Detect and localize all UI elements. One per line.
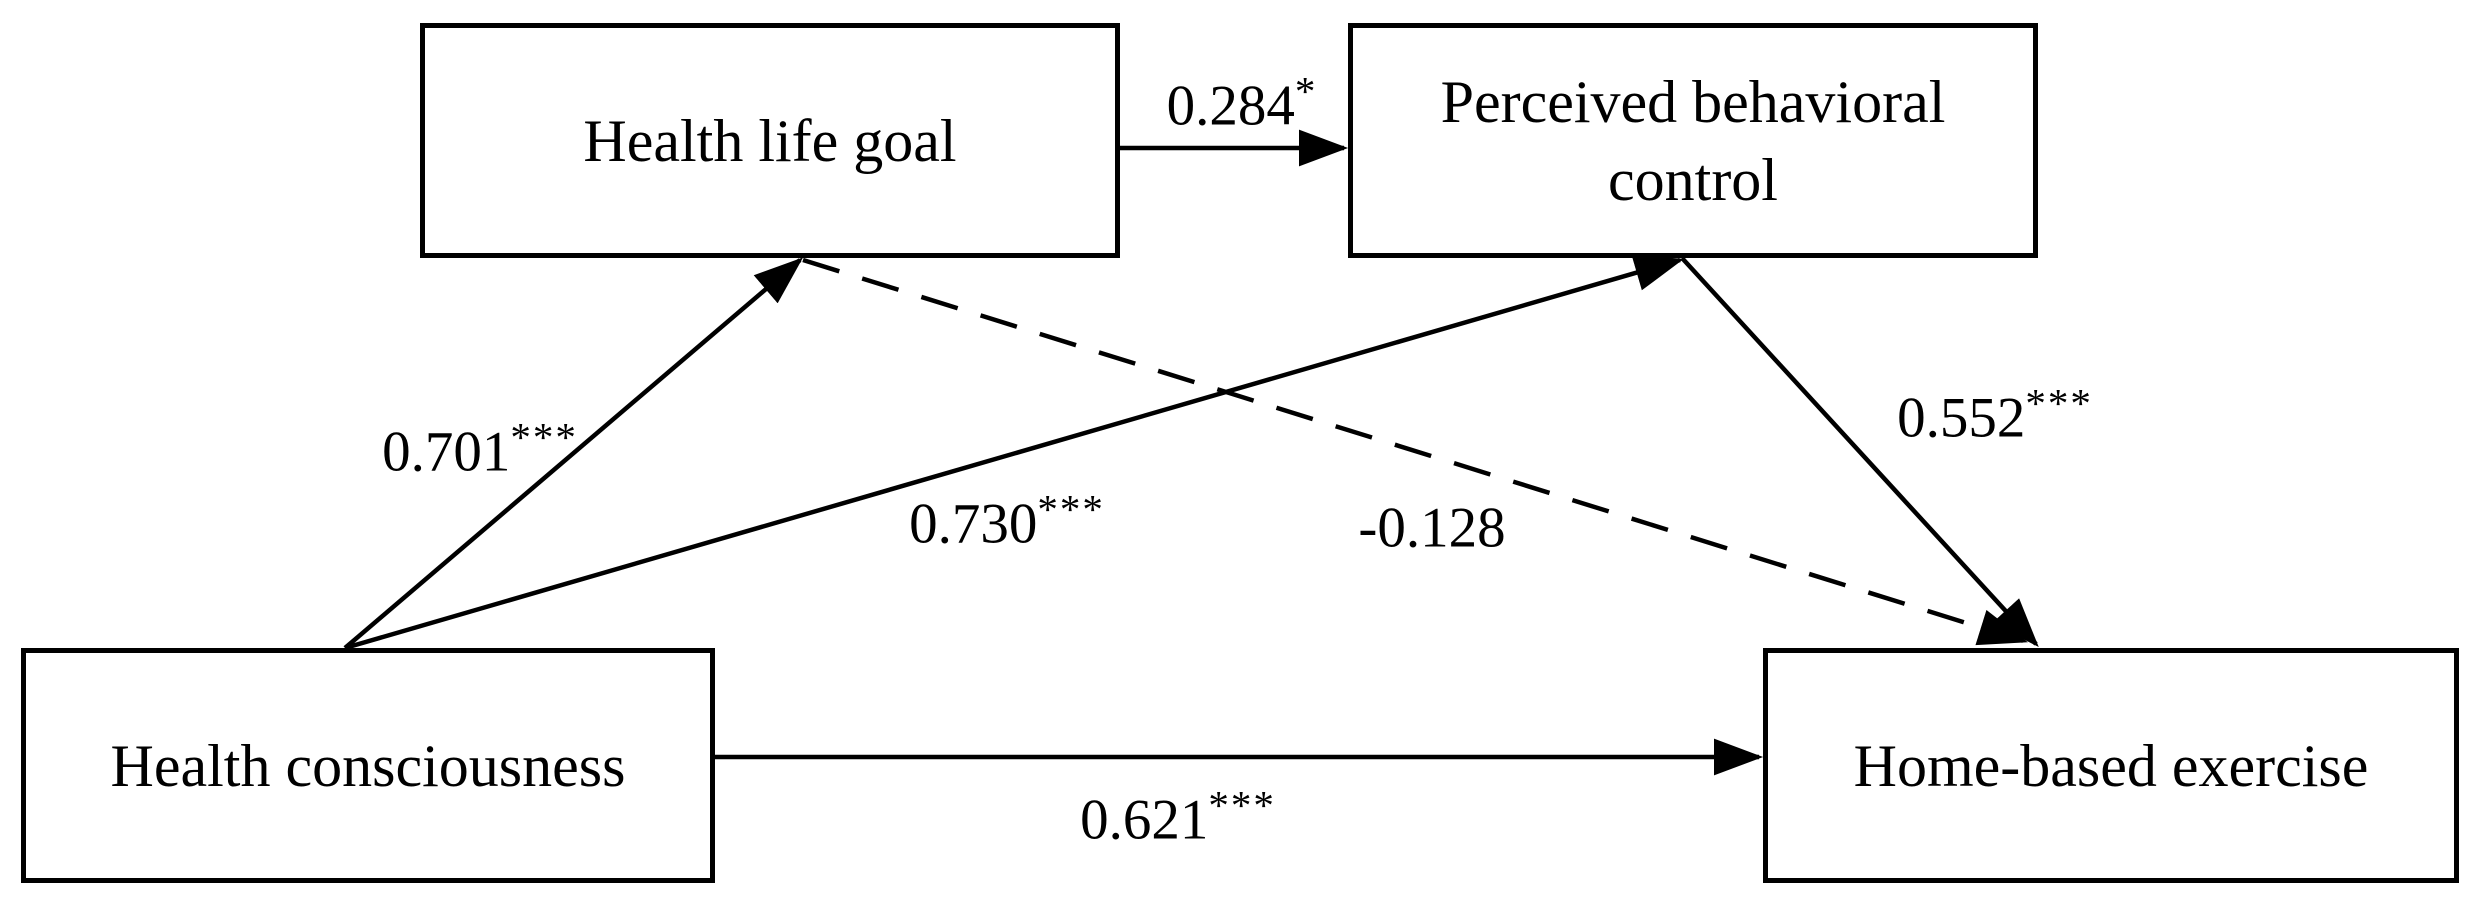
edge-label-hlg-to-pbc: 0.284* bbox=[1166, 70, 1318, 138]
coefficient-value: 0.701 bbox=[382, 420, 511, 484]
edge-label-hc-to-hlg: 0.701*** bbox=[382, 416, 578, 484]
edge-label-hc-to-pbc: 0.730*** bbox=[909, 488, 1105, 556]
node-label-health-consciousness: Health consciousness bbox=[110, 732, 626, 799]
node-box-perceived-behavioral-control: Perceived behavioral control bbox=[1348, 23, 2038, 258]
edge-line-hc-to-hlg bbox=[343, 257, 804, 650]
node-box-health-life-goal: Health life goal bbox=[420, 23, 1120, 258]
significance-stars: *** bbox=[510, 413, 578, 460]
node-label-home-based-exercise: Home-based exercise bbox=[1853, 732, 2369, 799]
coefficient-value: 0.284 bbox=[1166, 74, 1295, 138]
significance-stars: *** bbox=[1208, 781, 1276, 828]
coefficient-value: 0.552 bbox=[1897, 386, 2026, 450]
node-box-health-consciousness: Health consciousness bbox=[21, 648, 715, 883]
coefficient-value: 0.730 bbox=[909, 492, 1038, 556]
edge-line-hc-to-pbc bbox=[344, 254, 1684, 651]
coefficient-value: 0.621 bbox=[1080, 788, 1209, 852]
coefficient-value: -0.128 bbox=[1358, 496, 1506, 560]
edge-label-hc-to-hbe: 0.621*** bbox=[1080, 784, 1276, 852]
significance-stars: *** bbox=[1037, 485, 1105, 532]
node-label-health-life-goal: Health life goal bbox=[583, 107, 957, 174]
significance-stars: *** bbox=[2025, 379, 2093, 426]
edge-label-pbc-to-hbe: 0.552*** bbox=[1897, 382, 2093, 450]
edge-label-hlg-to-hbe: -0.128 bbox=[1358, 500, 1505, 557]
node-label-perceived-behavioral-control: Perceived behavioral control bbox=[1440, 68, 1946, 213]
edge-line-pbc-to-hbe bbox=[1680, 256, 2039, 648]
significance-stars: * bbox=[1294, 67, 1318, 114]
node-box-home-based-exercise: Home-based exercise bbox=[1763, 648, 2459, 883]
edge-line-hlg-to-hbe-dashed bbox=[802, 257, 2028, 646]
